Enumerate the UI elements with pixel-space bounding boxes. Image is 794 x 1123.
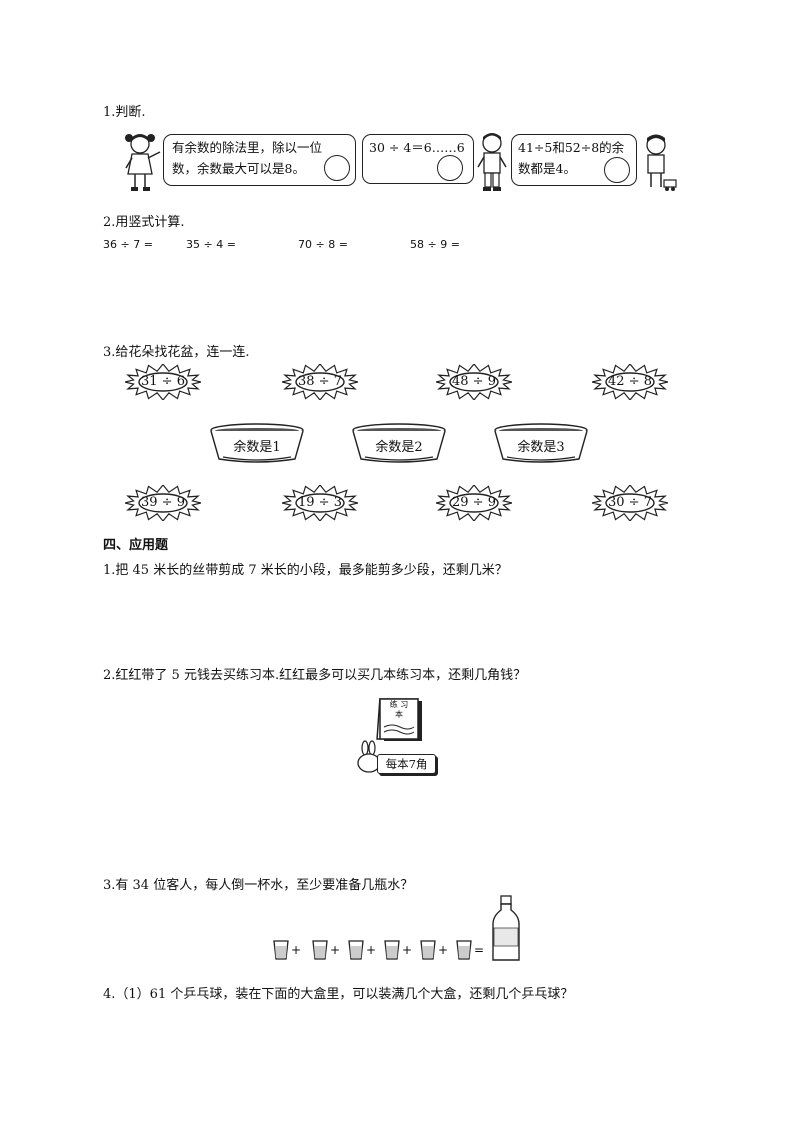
problem-2: 2.红红带了 5 元钱去买练习本.红红最多可以买几本练习本，还剩几角钱？ — [103, 668, 527, 683]
speech-bubble-1: 有余数的除法里，除以一位 数，余数最大可以是8。 — [163, 134, 356, 186]
answer-circle-3[interactable] — [604, 157, 630, 183]
top-flower-label: 31 ÷ 6 — [141, 374, 185, 389]
water-cup-icon — [420, 940, 436, 960]
calc-item-1: 36 ÷ 7 = — [103, 238, 153, 251]
plus-sign: + — [291, 943, 302, 957]
sun-flower-icon — [125, 485, 201, 521]
top-flower-4[interactable]: 42 ÷ 8 — [592, 364, 668, 400]
flower-pot-icon — [352, 423, 446, 463]
notebook-cover-line2: 本 — [395, 710, 403, 719]
bubble3-line1: 41÷5和52÷8的余 — [518, 140, 625, 155]
sun-flower-icon — [125, 364, 201, 400]
sun-flower-icon — [282, 485, 358, 521]
bottom-flower-3[interactable]: 29 ÷ 9 — [436, 485, 512, 521]
answer-circle-1[interactable] — [324, 155, 350, 181]
flower-pot-label: 余数是1 — [233, 440, 281, 455]
problem-4: 4.（1）61 个乒乓球，装在下面的大盒里，可以装满几个大盒，还剩几个乒乓球？ — [103, 987, 574, 1002]
bottom-flower-label: 30 ÷ 7 — [608, 495, 652, 510]
answer-circle-2[interactable] — [437, 155, 463, 181]
boy-figure-1 — [477, 133, 507, 191]
calc-item-4: 58 ÷ 9 = — [410, 238, 460, 251]
notebook-cover-text: 练 习 本 — [380, 700, 418, 720]
flower-pot-3[interactable]: 余数是3 — [493, 423, 589, 467]
plus-sign: + — [402, 943, 413, 957]
bottom-flower-4[interactable]: 30 ÷ 7 — [592, 485, 668, 521]
bubble3-line2: 数都是4。 — [518, 161, 576, 176]
problem-1: 1.把 45 米长的丝带剪成 7 米长的小段，最多能剪多少段，还剩几米？ — [103, 563, 508, 578]
plus-sign: + — [330, 943, 341, 957]
plus-sign: + — [366, 943, 377, 957]
water-cup-icon — [348, 940, 364, 960]
water-bottle-icon — [492, 895, 520, 961]
bottom-flower-label: 29 ÷ 9 — [452, 495, 496, 510]
calc-item-3: 70 ÷ 8 = — [298, 238, 348, 251]
q3-title: 3.给花朵找花盆，连一连. — [103, 345, 250, 360]
top-flower-2[interactable]: 38 ÷ 7 — [282, 364, 358, 400]
section4-title: 四、应用题 — [103, 538, 169, 553]
flower-pot-1[interactable]: 余数是1 — [209, 423, 305, 467]
top-flower-1[interactable]: 31 ÷ 6 — [125, 364, 201, 400]
flower-pot-label: 余数是2 — [375, 440, 423, 455]
bottom-flower-label: 19 ÷ 3 — [298, 495, 342, 510]
notebook-cover-line1: 练 习 — [389, 700, 409, 709]
sun-flower-icon — [282, 364, 358, 400]
sun-flower-icon — [436, 485, 512, 521]
water-cup-icon — [456, 940, 472, 960]
equals-sign: = — [474, 943, 485, 957]
bottom-flower-label: 39 ÷ 9 — [141, 495, 185, 510]
problem-3: 3.有 34 位客人，每人倒一杯水，至少要准备几瓶水？ — [103, 878, 414, 893]
price-tag: 每本7角 — [377, 754, 436, 774]
bubble1-line1: 有余数的除法里，除以一位 — [172, 140, 323, 155]
top-flower-label: 48 ÷ 9 — [452, 374, 496, 389]
girl-figure — [125, 134, 161, 191]
plus-sign: + — [438, 943, 449, 957]
bubble1-line2: 数，余数最大可以是8。 — [172, 161, 305, 176]
q1-title: 1.判断. — [103, 105, 146, 120]
sun-flower-icon — [592, 364, 668, 400]
notebook-icon — [376, 698, 422, 741]
bottom-flower-1[interactable]: 39 ÷ 9 — [125, 485, 201, 521]
top-flower-3[interactable]: 48 ÷ 9 — [436, 364, 512, 400]
bubble2-text: 30 ÷ 4＝6……6 — [369, 140, 465, 155]
flower-pot-icon — [494, 423, 588, 463]
water-cup-icon — [384, 940, 400, 960]
calc-item-2: 35 ÷ 4 = — [186, 238, 236, 251]
flower-pot-icon — [210, 423, 304, 463]
sun-flower-icon — [436, 364, 512, 400]
water-cup-icon — [312, 940, 328, 960]
water-cup-icon — [273, 940, 289, 960]
sun-flower-icon — [592, 485, 668, 521]
flower-pot-label: 余数是3 — [517, 440, 565, 455]
top-flower-label: 38 ÷ 7 — [298, 374, 342, 389]
boy-figure-2 — [646, 134, 677, 191]
flower-pot-2[interactable]: 余数是2 — [351, 423, 447, 467]
q2-title: 2.用竖式计算. — [103, 215, 185, 230]
bottom-flower-2[interactable]: 19 ÷ 3 — [282, 485, 358, 521]
top-flower-label: 42 ÷ 8 — [608, 374, 652, 389]
